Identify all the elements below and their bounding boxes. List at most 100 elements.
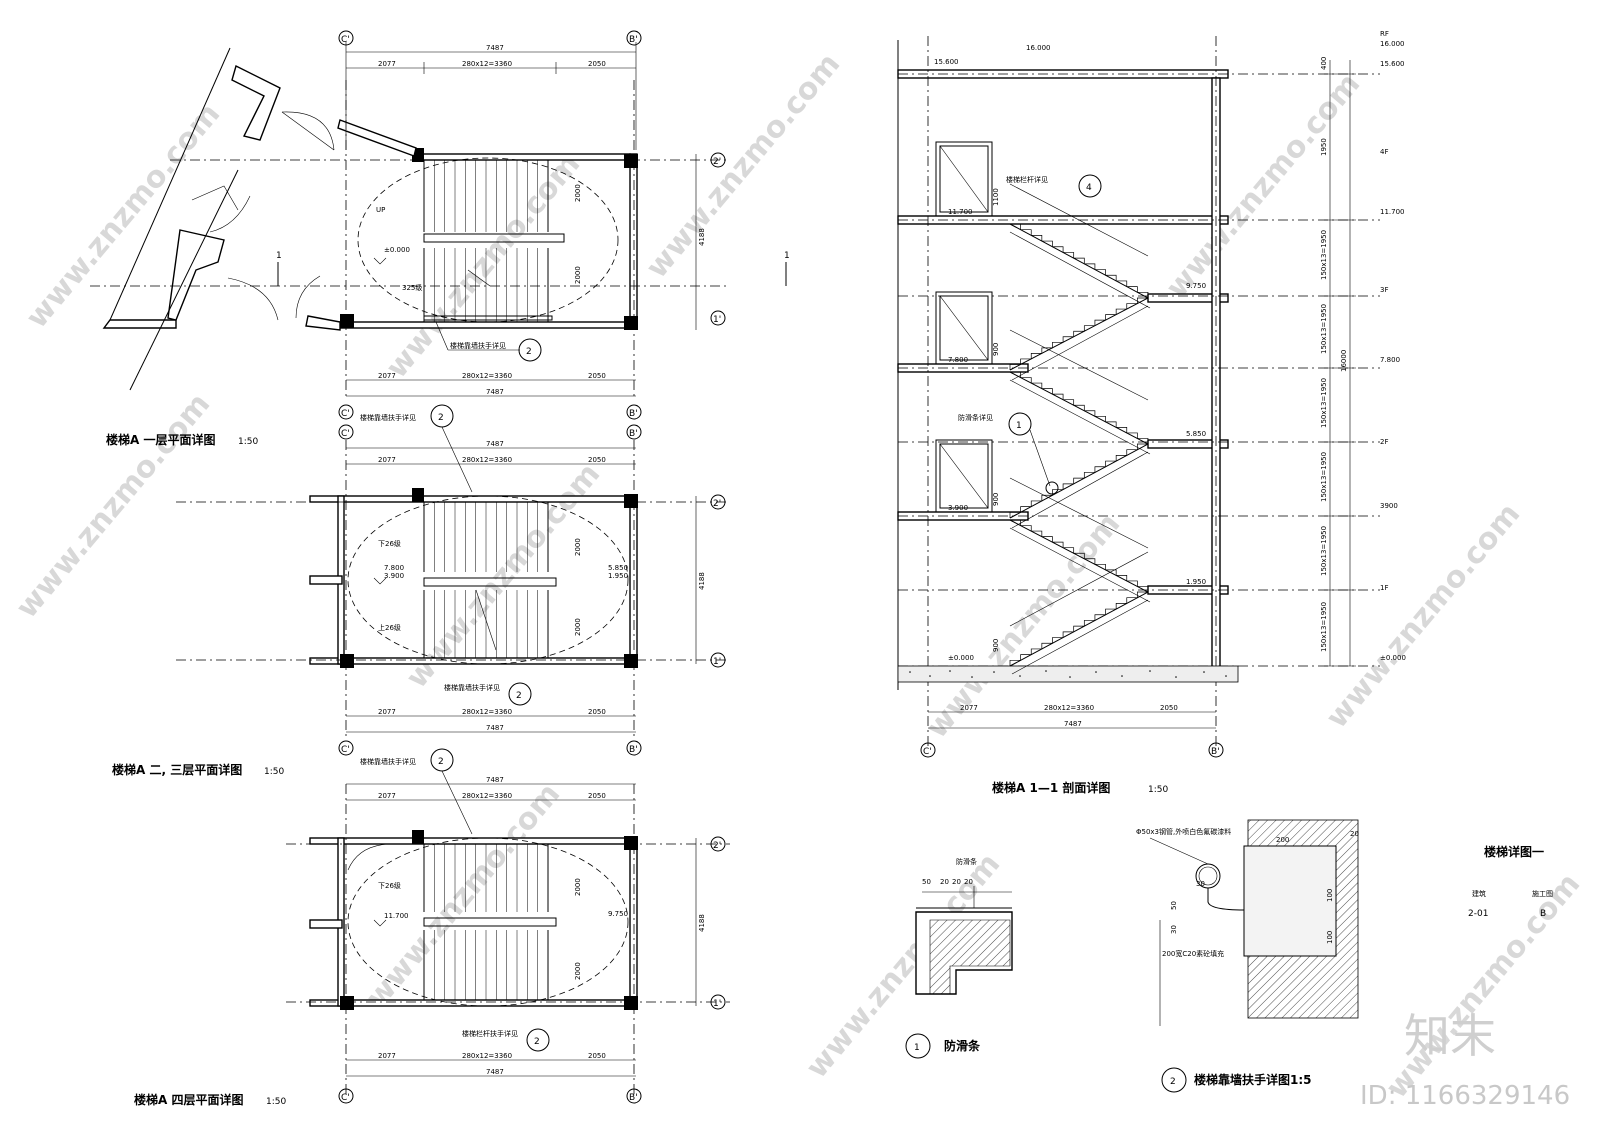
dim-2000: 2000 xyxy=(574,618,582,636)
pipe-spec: Φ50x3钢管,外喷白色氟碳漆料 xyxy=(1136,827,1231,836)
dim-2000: 2000 xyxy=(574,184,582,202)
infill-note: 200宽C20素砼填充 xyxy=(1162,949,1224,958)
detail-number: 1 xyxy=(914,1043,920,1053)
col1-label: 建筑 xyxy=(1472,889,1486,898)
level-b: 3.900 xyxy=(384,572,404,580)
dim: 30 xyxy=(1196,880,1205,888)
handrail-note: 楼梯靠墙扶手详见 xyxy=(450,341,506,350)
section-mark: 1 xyxy=(784,251,790,261)
window-height: 900 xyxy=(992,343,1000,356)
grid-label-1: 1' xyxy=(713,999,721,1009)
level-a: 7.800 xyxy=(384,564,404,572)
step-profile xyxy=(1010,519,1149,592)
plan-scale: 1:50 xyxy=(238,437,258,447)
watermark-text: www.znzmo.com xyxy=(1159,67,1367,305)
grid-label-2: 2' xyxy=(713,499,721,509)
step-profile xyxy=(1010,371,1149,444)
vertical-dim: 150x13=1950 xyxy=(1320,230,1328,280)
level-c: 5.850 xyxy=(608,564,628,572)
overall-dimension: 7487 xyxy=(1064,720,1082,728)
section-1-1: 16.000 15.600 11.700 9.750 7.800 5.850 3… xyxy=(897,30,1406,795)
plan-3-fourth-floor: 楼梯靠墙扶手详见 2 7487 2077 280x12=3360 2050 下2… xyxy=(134,748,730,1107)
detail-1-antislip: 50 20 20 20 防滑条 1 防滑条 xyxy=(905,857,1013,1059)
up-note: 上26级 xyxy=(378,623,401,632)
down-note: 下26级 xyxy=(378,881,401,890)
right-level: 7.800 xyxy=(1380,356,1400,364)
plan-title: 楼梯A 一层平面详图 xyxy=(106,432,215,447)
section-steps xyxy=(1010,519,1149,592)
sheet-title: 楼梯详图一 xyxy=(1484,844,1544,859)
grid-label-c: C' xyxy=(341,409,350,419)
overall-dimension: 7487 xyxy=(486,724,504,732)
section-steps xyxy=(1009,297,1148,370)
dimension-left: 2077 xyxy=(378,372,396,380)
grid-label-c: C' xyxy=(341,429,350,439)
floor-label: RF xyxy=(1380,30,1389,38)
handrail-note: 楼梯靠墙扶手详见 xyxy=(360,757,416,766)
plan-scale: 1:50 xyxy=(264,767,284,777)
section-steps xyxy=(1010,371,1149,444)
watermark-text: www.znzmo.com xyxy=(639,47,847,285)
dim-2000: 2000 xyxy=(574,538,582,556)
dimension-middle: 280x12=3360 xyxy=(462,372,512,380)
ground-hatch xyxy=(909,670,1227,678)
railing-note: 楼梯栏杆详见 xyxy=(1006,175,1048,184)
level-label: 1.950 xyxy=(1186,578,1206,586)
detail-number: 2 xyxy=(526,347,532,357)
antislip-note: 防滑条详见 xyxy=(958,413,993,422)
vertical-dim: 400 xyxy=(1320,57,1328,70)
dimension-right: 2050 xyxy=(588,1052,606,1060)
detail-title: 楼梯靠墙扶手详图1:5 xyxy=(1194,1072,1312,1087)
level-label: 11.700 xyxy=(948,208,973,216)
watermark-text: www.znzmo.com xyxy=(359,777,567,1015)
grid-label-c: C' xyxy=(923,747,932,757)
grid-label-b: B' xyxy=(1211,747,1220,757)
level-label: 5.850 xyxy=(1186,430,1206,438)
detail-number: 2 xyxy=(534,1037,540,1047)
detail-number: 4 xyxy=(1086,183,1092,193)
dim: 100 xyxy=(1326,889,1334,902)
window-height: 900 xyxy=(992,493,1000,506)
detail-number: 1 xyxy=(1016,421,1022,431)
handrail-note: 楼梯靠墙扶手详见 xyxy=(360,413,416,422)
level-label: 16.000 xyxy=(1026,44,1051,52)
dim-2000: 2000 xyxy=(574,962,582,980)
level-label: ±0.000 xyxy=(948,654,974,662)
step-profile xyxy=(1009,591,1148,666)
detail-number: 2 xyxy=(438,413,444,423)
grid-label-c: C' xyxy=(341,35,350,45)
grid-label-b: B' xyxy=(629,429,638,439)
dim: 20 xyxy=(940,878,949,886)
tread-group xyxy=(423,844,549,912)
grid-label-2: 2' xyxy=(713,841,721,851)
window-height: 900 xyxy=(992,639,1000,652)
dimension-middle: 280x12=3360 xyxy=(462,708,512,716)
level-label: ±0.000 xyxy=(384,246,410,254)
dimension-left: 2077 xyxy=(378,792,396,800)
grid-label-2: 2' xyxy=(713,157,721,167)
watermark-text: www.znzmo.com xyxy=(19,97,227,335)
level-a: 11.700 xyxy=(384,912,409,920)
watermark-text: www.znzmo.com xyxy=(9,387,217,625)
dimension-left: 2077 xyxy=(378,708,396,716)
dimension-middle: 280x12=3360 xyxy=(462,456,512,464)
section-scale: 1:50 xyxy=(1148,785,1168,795)
step-profile xyxy=(1009,443,1148,518)
brand-watermark: 知末 ID: 1166329146 xyxy=(1360,1009,1570,1111)
level-label: 15.600 xyxy=(934,58,959,66)
grid-label-1: 1' xyxy=(713,315,721,325)
dim: 50 xyxy=(1170,901,1178,910)
level-label: 7.800 xyxy=(948,356,968,364)
dimension-middle: 280x12=3360 xyxy=(1044,704,1094,712)
dim: 30 xyxy=(1170,925,1178,934)
total-height: 16000 xyxy=(1340,350,1348,372)
overall-dimension: 7487 xyxy=(486,44,504,52)
dim-2000: 2000 xyxy=(574,266,582,284)
detail-number: 2 xyxy=(438,757,444,767)
section-steps xyxy=(1009,443,1148,518)
up-label: UP xyxy=(376,206,385,214)
tread-group xyxy=(423,590,549,658)
floor-label: 2F xyxy=(1380,438,1388,446)
